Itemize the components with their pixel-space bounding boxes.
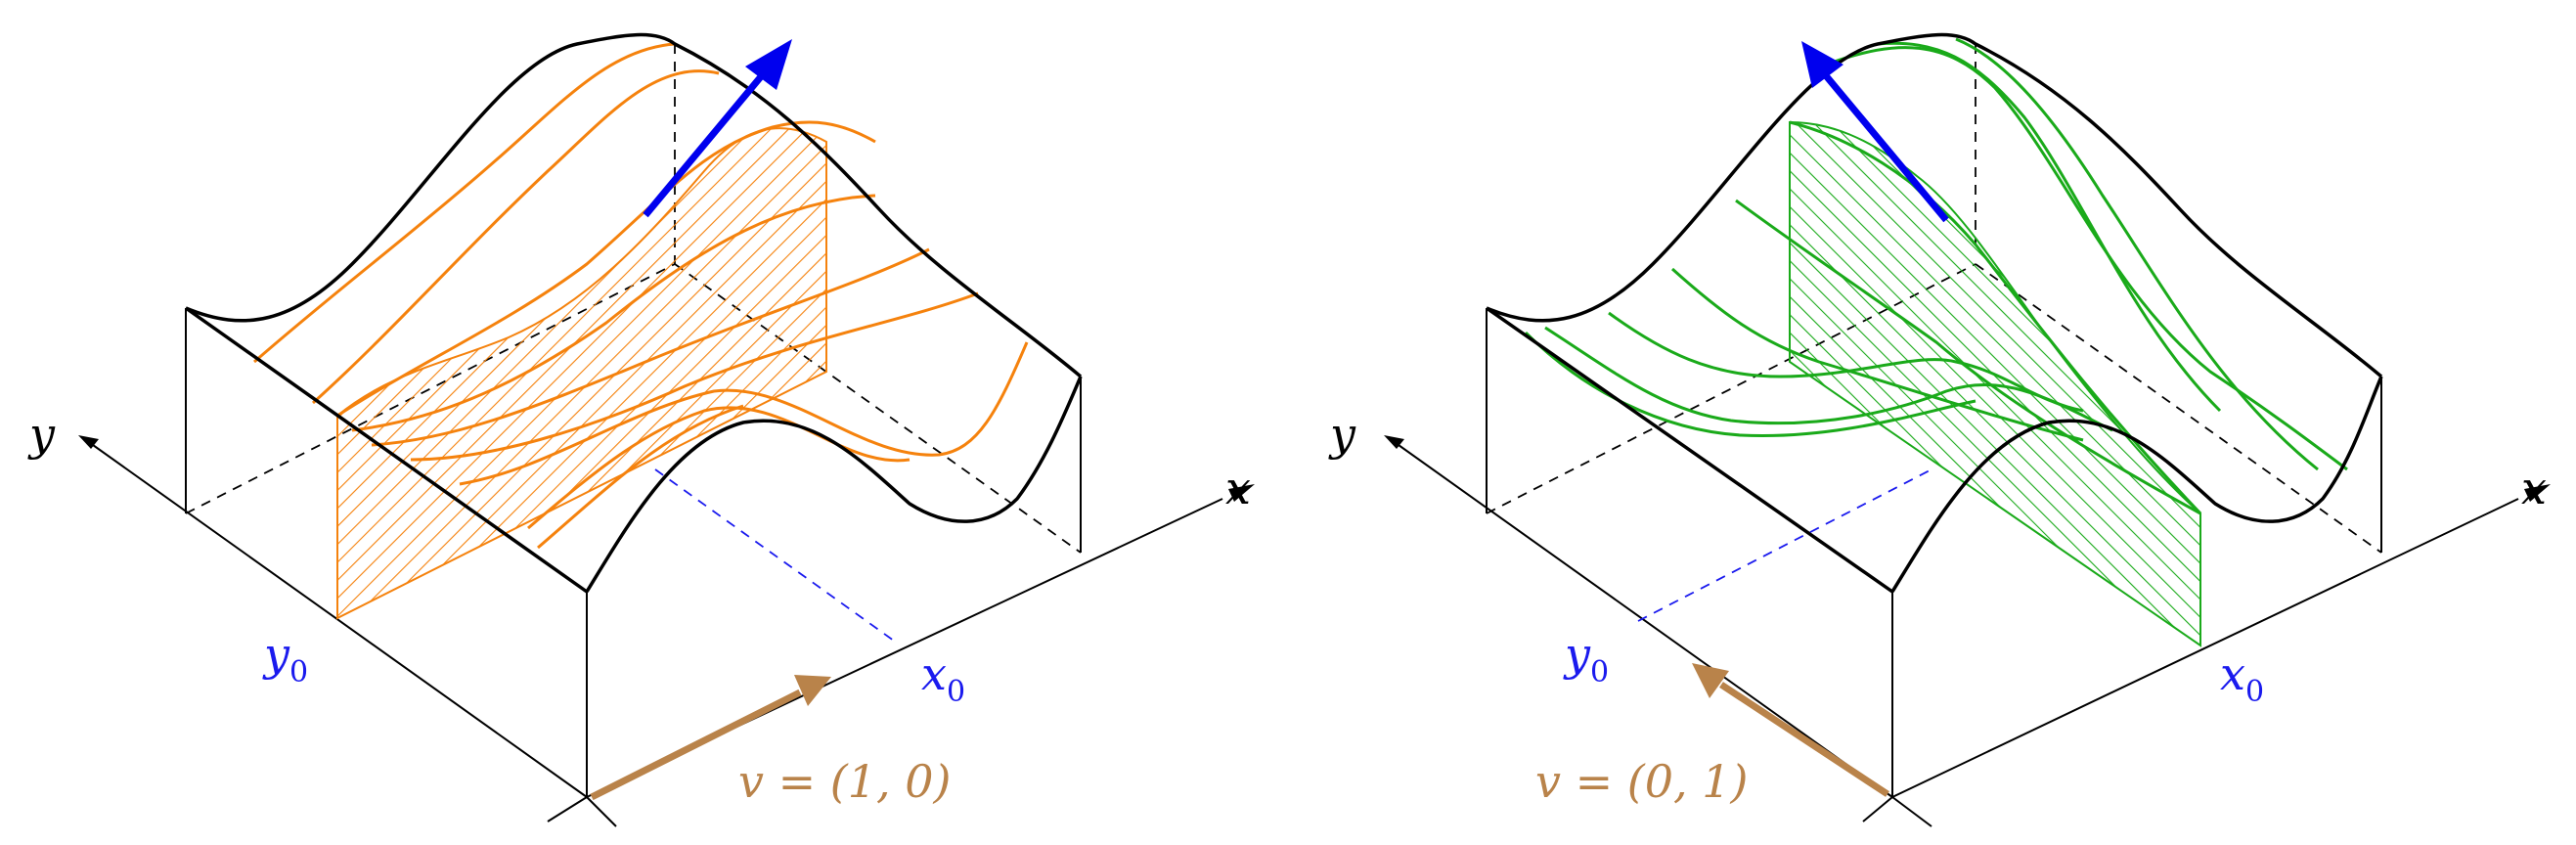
hidden-edge-back-y xyxy=(1975,263,2382,554)
surface-curve xyxy=(459,341,1029,486)
gradient-arrow xyxy=(1821,70,1949,223)
surface-curve xyxy=(351,194,876,432)
surface-curve xyxy=(1789,120,2202,515)
surface-curve xyxy=(1524,331,1976,438)
y0-label: y0 xyxy=(262,628,308,689)
axis-extension-left xyxy=(1862,796,1893,823)
surface-edge-back xyxy=(185,32,1083,378)
surface-edge-front xyxy=(1890,376,2383,593)
direction-arrow xyxy=(1719,682,1889,797)
vector-label: v = (0, 1) xyxy=(1535,755,1748,808)
slice-plane-hatched xyxy=(336,127,827,620)
hidden-edge-back-x xyxy=(185,263,676,514)
surface-curve xyxy=(371,247,930,447)
x0-marker-dashed xyxy=(654,468,899,645)
gradient-arrow xyxy=(643,66,771,218)
gradient-arrowhead xyxy=(1801,41,1843,88)
direction-arrowhead xyxy=(1692,663,1729,698)
surface-curve xyxy=(253,42,676,364)
x-axis-arrowhead xyxy=(2524,484,2551,502)
surface-curve xyxy=(1670,267,2084,442)
surface-edge-front xyxy=(585,376,1083,593)
x-axis-arrowhead xyxy=(1228,484,1255,502)
surface-curve xyxy=(1877,41,2222,413)
y0-marker-dashed xyxy=(1637,468,1932,622)
x0-label: x0 xyxy=(2220,647,2264,709)
surface-curve xyxy=(1608,311,2084,413)
direction-arrow xyxy=(590,689,802,801)
surface-curve xyxy=(1828,46,2348,471)
surface-edge-back xyxy=(1486,32,2383,378)
y-axis-label: y xyxy=(27,408,56,461)
y-axis-label: y xyxy=(1328,408,1356,461)
x0-label: x0 xyxy=(921,647,965,709)
y-axis-arrowhead xyxy=(78,435,99,449)
y-axis-line xyxy=(92,444,588,798)
surface-curve xyxy=(1544,326,2113,432)
hidden-edge-back-x xyxy=(1486,263,1976,514)
x-axis-label: x xyxy=(2521,462,2547,514)
right-diagram: y x y0 x0 v = (0, 1) xyxy=(1328,32,2551,827)
hidden-edge-back-y xyxy=(674,263,1082,554)
axis-extension-front xyxy=(586,796,617,827)
slice-plane-hatched xyxy=(1789,120,2201,647)
y-axis-arrowhead xyxy=(1384,435,1404,449)
left-diagram: y x y0 x0 v = (1, 0) xyxy=(27,32,1255,827)
surface-curve xyxy=(410,291,979,462)
axis-extension-front xyxy=(1891,796,1932,827)
gradient-arrowhead xyxy=(745,39,792,90)
surface-curve xyxy=(1955,37,2319,471)
surface-curve xyxy=(527,406,910,530)
vector-label: v = (1, 0) xyxy=(738,755,951,808)
x-axis-line xyxy=(1891,498,2519,798)
surface-edge-left xyxy=(184,306,589,594)
surface-edge-left xyxy=(1485,306,1894,594)
y-axis-line xyxy=(1398,444,1893,798)
surface-curve xyxy=(537,404,744,550)
direction-arrowhead xyxy=(794,675,831,706)
surface-curve xyxy=(311,69,720,405)
y0-label: y0 xyxy=(1563,628,1609,689)
x-axis-label: x xyxy=(1225,462,1251,514)
axis-extension-left xyxy=(547,796,588,823)
surface-curve xyxy=(1735,199,2201,515)
